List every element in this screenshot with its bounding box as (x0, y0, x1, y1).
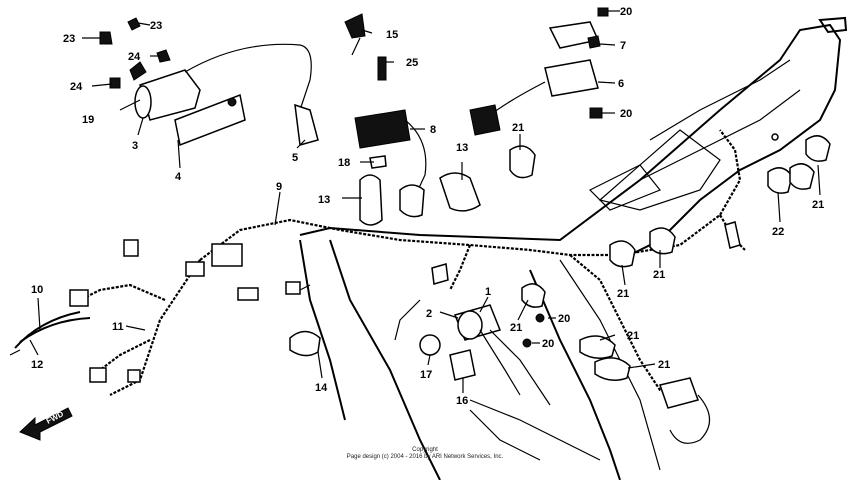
callout-18: 18 (338, 157, 350, 169)
fwd-arrow: FWD (19, 407, 73, 441)
callout-13-left: 13 (318, 194, 330, 206)
callout-5: 5 (292, 152, 298, 164)
callout-13-right: 13 (456, 142, 468, 154)
callout-25: 25 (406, 57, 418, 69)
callout-24-top: 24 (128, 51, 141, 63)
cables (9, 311, 91, 356)
callout-21-d: 21 (617, 288, 629, 300)
callout-12: 12 (31, 359, 43, 371)
callout-11: 11 (112, 321, 124, 333)
callout-21-e: 21 (627, 330, 639, 342)
copyright-line-1: Copyright (412, 447, 438, 453)
callout-9: 9 (276, 181, 282, 193)
callout-15: 15 (386, 29, 398, 41)
callout-21-a: 21 (512, 122, 524, 134)
callout-21-b: 21 (812, 199, 824, 211)
callout-20-mid: 20 (620, 108, 632, 120)
callout-20-top: 20 (620, 6, 632, 18)
callout-14: 14 (315, 382, 328, 394)
callout-21-g: 21 (510, 322, 522, 334)
callout-23-top: 23 (150, 20, 162, 32)
wiring-harness (69, 129, 746, 401)
callout-21-c: 21 (653, 269, 665, 281)
callout-8: 8 (430, 124, 436, 136)
callout-21-f: 21 (658, 359, 670, 371)
relay-assembly (469, 7, 609, 136)
callout-24-left: 24 (70, 81, 83, 93)
callout-6: 6 (618, 78, 624, 90)
callout-3: 3 (132, 140, 138, 152)
callout-1: 1 (485, 286, 491, 298)
callout-23-left: 23 (63, 33, 75, 45)
callout-labels: 23 23 24 24 19 3 4 5 15 25 8 18 13 13 9 … (31, 6, 824, 407)
ignition-switch-assembly (394, 221, 741, 444)
callout-17: 17 (420, 369, 432, 381)
callout-7: 7 (620, 40, 626, 52)
callout-2: 2 (426, 308, 432, 320)
callout-20-right: 20 (558, 313, 570, 325)
leader-lines (29, 10, 821, 393)
callout-20-lower: 20 (542, 338, 554, 350)
copyright: Copyright Page design (c) 2004 - 2016 by… (347, 447, 504, 460)
frame (299, 16, 848, 481)
callout-4: 4 (175, 171, 182, 183)
callout-10: 10 (31, 284, 43, 296)
copyright-line-2: Page design (c) 2004 - 2016 by ARI Netwo… (347, 454, 504, 460)
rectifier-assembly (344, 13, 427, 191)
callout-19: 19 (82, 114, 94, 126)
callout-22: 22 (772, 226, 784, 238)
clamps (289, 135, 831, 381)
ignition-coil-assembly (99, 17, 319, 147)
callout-16: 16 (456, 395, 468, 407)
